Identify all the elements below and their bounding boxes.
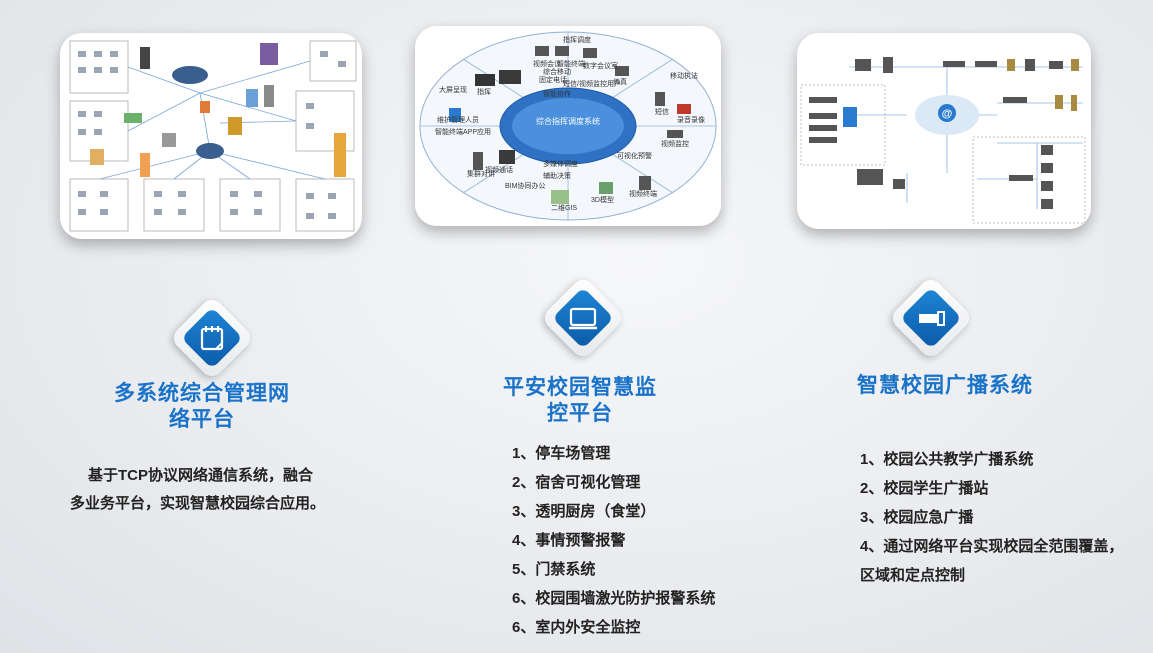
command-dispatch-diagram: 综合指挥调度系统 指挥调度 移动执法 智能协作 可视化预警 辅助决策 多媒体调度… [415,26,721,226]
segment-label: 可视化预警 [617,151,652,160]
node-label: 视频会议 [533,59,561,68]
column-title: 智慧校园广播系统 [857,374,1033,397]
speaker-icon [919,311,945,326]
column-description: 基于TCP协议网络通信系统，融合 多业务平台，实现智慧校园综合应用。 [70,467,326,512]
node-label: 指挥 [477,87,491,96]
node-label: 视频监控 [661,139,689,148]
network-topology-image [60,33,362,239]
node-label: 固定电话 [539,75,567,84]
list-item: 6、室内外安全监控 [512,619,641,636]
node-label: 短信/视频监控用户 [563,79,621,88]
segment-label: 智能协作 [543,89,571,98]
column-title: 多系统综合管理网 络平台 [114,382,290,431]
monitor-icon [569,307,597,330]
node-label: 维护管理人员 [437,115,479,124]
segment-label: 大屏呈现 [439,85,467,94]
svg-text:@: @ [942,108,953,120]
broadcast-topology-image: @ [797,33,1091,229]
note-icon [200,326,224,351]
node-label: 录音录像 [677,115,705,124]
feature-list: 1、校园公共教学广播系统 2、校园学生广播站 3、校园应急广播 4、通过网络平台… [860,445,1123,590]
monitor-badge [540,275,626,361]
node-label: 传真 [613,77,627,86]
diagram-center-label: 综合指挥调度系统 [536,116,600,126]
system-badge [169,295,255,381]
list-item: 2、校园学生广播站 [860,480,989,497]
node-label: 智能终端 [557,59,585,68]
segment-label: 多媒体调度 [543,159,578,168]
segment-label: 辅助决策 [543,171,571,180]
list-item: 区域和定点控制 [860,567,966,584]
list-item: 4、通过网络平台实现校园全范围覆盖， [860,538,1124,555]
broadcast-badge [888,275,974,361]
list-item: 6、校园围墙激光防护报警系统 [512,590,716,607]
node-label: 视频终端 [629,189,657,198]
column-title: 平安校园智慧监 控平台 [503,376,657,425]
node-label: 短信 [655,107,669,116]
node-label: BIM协同办公 [505,181,545,190]
node-label: 集群对讲 [467,169,495,178]
list-item: 1、停车场管理 [512,445,611,462]
list-item: 4、事情预警报警 [512,532,626,549]
list-item: 3、校园应急广播 [860,509,974,526]
node-label: 二维GIS [551,203,577,212]
list-item: 5、门禁系统 [512,561,596,578]
feature-list: 1、停车场管理 2、宿舍可视化管理 3、透明厨房（食堂） 4、事情预警报警 5、… [512,439,715,642]
list-item: 1、校园公共教学广播系统 [860,451,1034,468]
list-item: 2、宿舍可视化管理 [512,474,641,491]
segment-label: 移动执法 [670,71,698,80]
segment-label: 智能终端APP应用 [435,127,491,136]
segment-label: 指挥调度 [563,35,591,44]
node-label: 综合移动 [543,67,571,76]
node-label: 视频通话 [485,165,513,174]
list-item: 3、透明厨房（食堂） [512,503,656,520]
node-label: 数字会议室 [583,61,618,70]
node-label: 3D模型 [591,195,614,204]
